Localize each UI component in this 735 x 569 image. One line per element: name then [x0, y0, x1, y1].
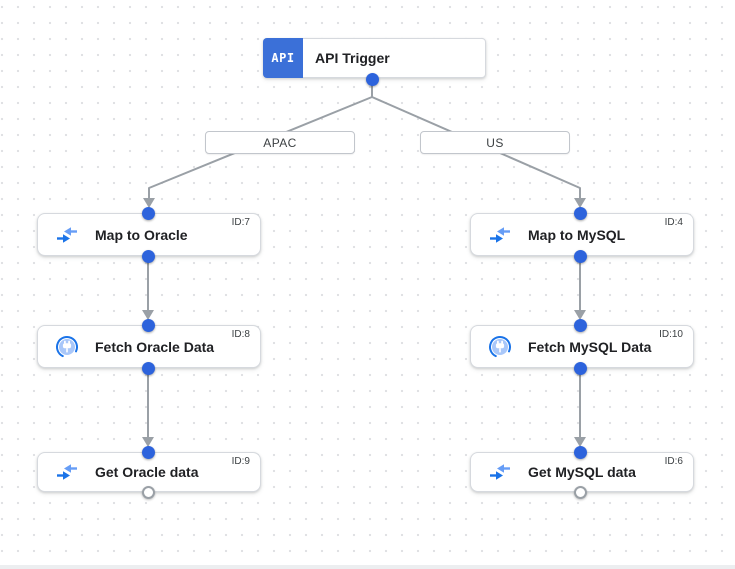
data-mapping-icon	[57, 226, 77, 243]
task-title: Get MySQL data	[528, 464, 636, 480]
connection-point-out[interactable]	[141, 361, 155, 375]
task-id-badge: ID:10	[659, 329, 683, 340]
connection-point-out[interactable]	[141, 249, 155, 263]
connection-point-in[interactable]	[141, 206, 155, 220]
task-title: Fetch MySQL Data	[528, 338, 652, 355]
task-title: Map to MySQL	[528, 226, 626, 243]
connection-point-in[interactable]	[573, 318, 587, 332]
connection-point-trigger-out[interactable]	[365, 72, 379, 86]
arrowhead-icon	[574, 198, 586, 208]
api-trigger-icon: API	[263, 38, 303, 78]
task-id-badge: ID:6	[664, 456, 683, 467]
task-node-fetch-mysql-data[interactable]: Fetch MySQL Data ID:10	[470, 325, 694, 368]
task-id-badge: ID:9	[231, 456, 250, 467]
task-title: Fetch Oracle Data	[95, 338, 215, 355]
branch-label-apac[interactable]: APAC	[205, 131, 355, 154]
branch-label-us[interactable]: US	[420, 131, 570, 154]
task-id-badge: ID:4	[664, 217, 683, 228]
branch-label-text: US	[486, 135, 504, 150]
task-title: Get Oracle data	[95, 464, 199, 480]
data-mapping-icon	[490, 464, 510, 480]
connection-point-out[interactable]	[573, 249, 587, 263]
task-title: Map to Oracle	[95, 226, 188, 243]
edge-branch-us	[371, 96, 581, 199]
task-node-map-to-mysql[interactable]: Map to MySQL ID:4	[470, 213, 694, 256]
connector-icon	[489, 335, 512, 358]
connection-point-in[interactable]	[141, 318, 155, 332]
arrowhead-icon	[143, 198, 155, 208]
connection-point-end[interactable]	[141, 485, 155, 499]
arrowhead-icon	[142, 310, 154, 320]
connection-point-end[interactable]	[573, 485, 587, 499]
task-id-badge: ID:7	[231, 217, 250, 228]
connector-icon	[56, 335, 78, 358]
edge-branch-apac	[148, 96, 373, 199]
arrowhead-icon	[574, 437, 586, 447]
task-id-badge: ID:8	[231, 329, 250, 340]
connection-point-in[interactable]	[573, 445, 587, 459]
connection-point-in[interactable]	[573, 206, 587, 220]
arrowhead-icon	[142, 437, 154, 447]
data-mapping-icon	[57, 464, 77, 480]
connection-point-out[interactable]	[573, 361, 587, 375]
task-node-get-oracle-data[interactable]: Get Oracle data ID:9	[37, 452, 261, 492]
task-node-fetch-oracle-data[interactable]: Fetch Oracle Data ID:8	[37, 325, 261, 368]
branch-label-text: APAC	[263, 135, 297, 150]
data-mapping-icon	[490, 226, 510, 243]
connection-point-in[interactable]	[141, 445, 155, 459]
api-trigger-node[interactable]: API API Trigger	[263, 38, 486, 78]
trigger-title: API Trigger	[315, 50, 390, 66]
canvas-bottom-edge	[0, 565, 735, 569]
arrowhead-icon	[574, 310, 586, 320]
